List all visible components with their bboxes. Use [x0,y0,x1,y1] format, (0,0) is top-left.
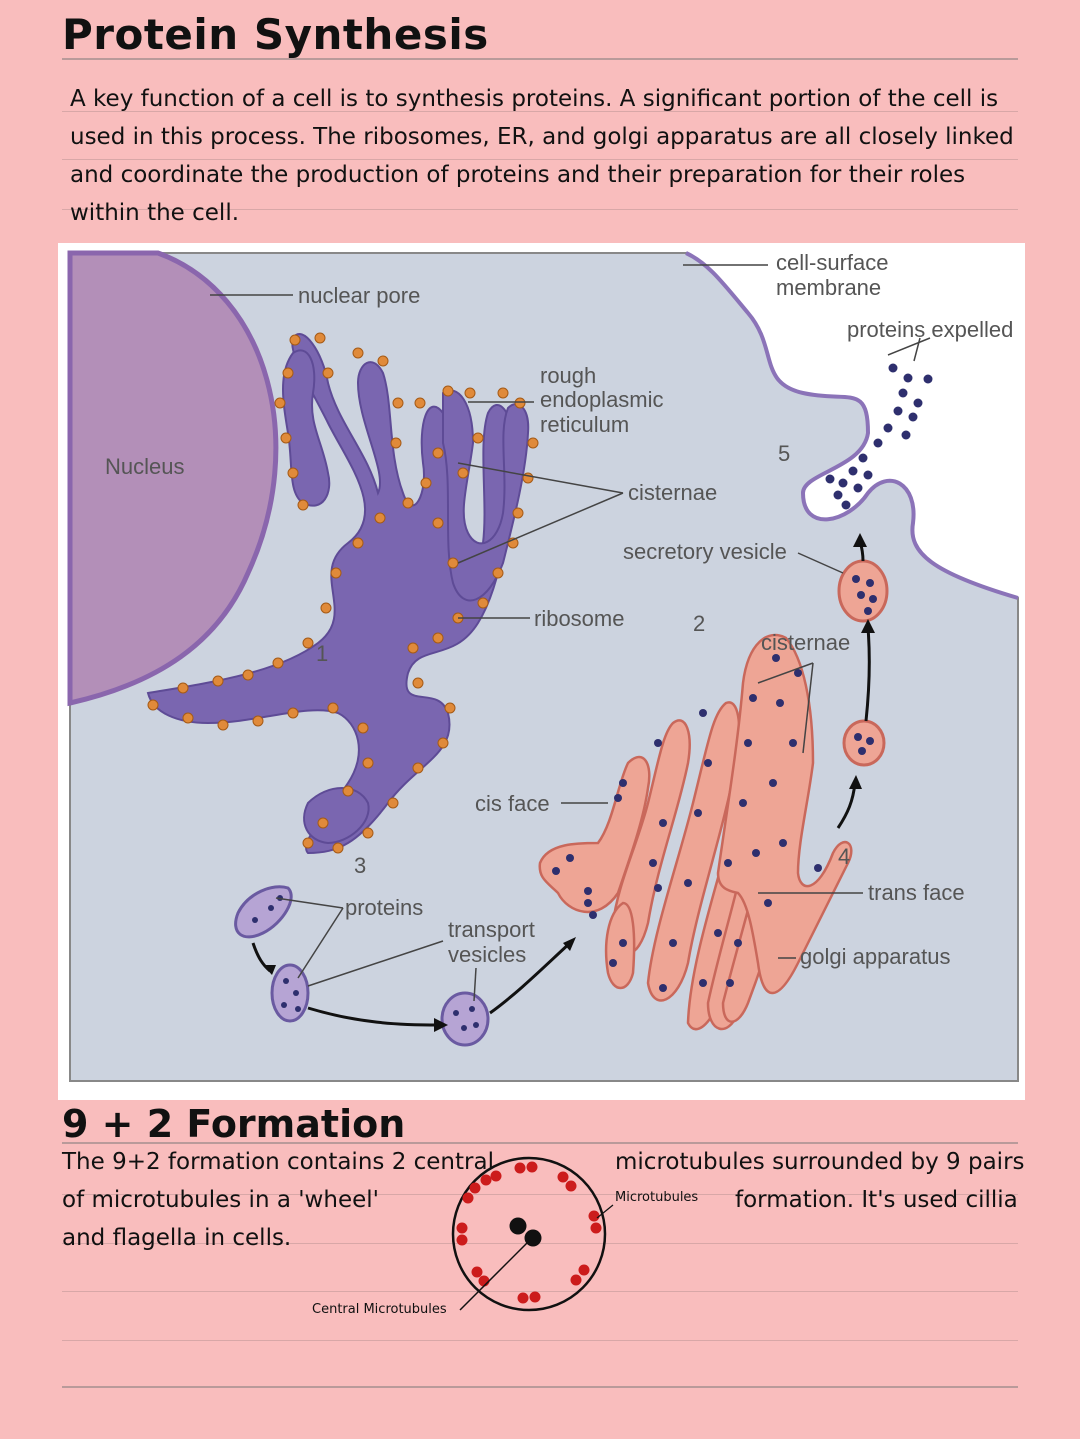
expelled-proteins [825,363,933,510]
step-number-1: 1 [316,641,328,666]
notebook-line [62,1194,1018,1195]
intro-paragraph: A key function of a cell is to synthesis… [70,86,1014,226]
left-line-3: and flagella in cells. [62,1225,292,1251]
notebook-line [62,1386,1018,1388]
label-rough-er-line3: reticulum [540,412,629,437]
step-number-4: 4 [838,844,850,869]
section-heading: 9 + 2 Formation [62,1102,406,1146]
notebook-line [62,1291,1018,1292]
notebook-line [62,1243,1018,1244]
title-underline [62,58,1018,60]
step-number-3: 3 [354,853,366,878]
outer-microtubule-pairs [456,1161,602,1304]
left-line-1: The 9+2 formation contains 2 central [62,1149,494,1175]
label-transport-line1: transport [448,917,535,942]
golgi-proteins [552,654,822,992]
label-cell-surface-line2: membrane [776,275,881,300]
label-nuclear-pore: nuclear pore [298,283,420,308]
label-ribosome: ribosome [534,606,624,631]
label-secretory-vesicle: secretory vesicle [623,539,787,564]
notebook-line [62,159,1018,160]
label-microtubules: Microtubules [615,1190,698,1205]
heading-underline [62,1142,1018,1144]
notebook-line [62,111,1018,112]
diagram-svg: nuclear pore Nucleus rough endoplasmic r… [67,250,1019,1082]
label-er-cisternae: cisternae [628,480,717,505]
label-golgi-cisternae: cisternae [761,630,850,655]
step-number-2: 2 [693,611,705,636]
ribosomes [147,332,539,854]
central-microtubule-1 [509,1217,527,1235]
label-cell-surface-line1: cell-surface [776,250,888,275]
label-rough-er-line2: endoplasmic [540,387,664,412]
page-title: Protein Synthesis [62,10,489,59]
arrowheads [263,533,875,1032]
rough-endoplasmic-reticulum [146,333,530,855]
label-transport-line2: vesicles [448,942,526,967]
label-rough-er-line1: rough [540,363,596,388]
transport-vesicles [234,885,490,1047]
leader-lines [210,264,931,1002]
right-line-2: formation. It's used cillia [735,1187,1018,1213]
microtubules-leader-line [596,1204,614,1219]
notebook-line [62,209,1018,210]
label-proteins-expelled: proteins expelled [847,317,1013,342]
protein-synthesis-diagram: nuclear pore Nucleus rough endoplasmic r… [58,243,1025,1100]
central-microtubule-2 [524,1229,542,1247]
central-leader-line [459,1241,529,1311]
microtubule-diagram: Microtubules Central Microtubules [312,1156,698,1317]
secretory-vesicles [837,559,889,767]
left-line-2: of microtubules in a 'wheel' [62,1187,379,1213]
label-golgi-apparatus: golgi apparatus [800,944,950,969]
label-nucleus: Nucleus [105,454,184,479]
nucleus [67,250,279,707]
axoneme-outline [451,1156,607,1312]
cell-surface-membrane [685,251,1019,600]
label-proteins: proteins [345,895,423,920]
label-central-microtubules: Central Microtubules [312,1302,447,1317]
notebook-line [62,1340,1018,1341]
golgi-apparatus [538,633,853,1031]
step-number-5: 5 [778,441,790,466]
right-line-1: microtubules surrounded by 9 pairs [615,1149,1025,1175]
label-trans-face: trans face [868,880,965,905]
label-cis-face: cis face [475,791,550,816]
